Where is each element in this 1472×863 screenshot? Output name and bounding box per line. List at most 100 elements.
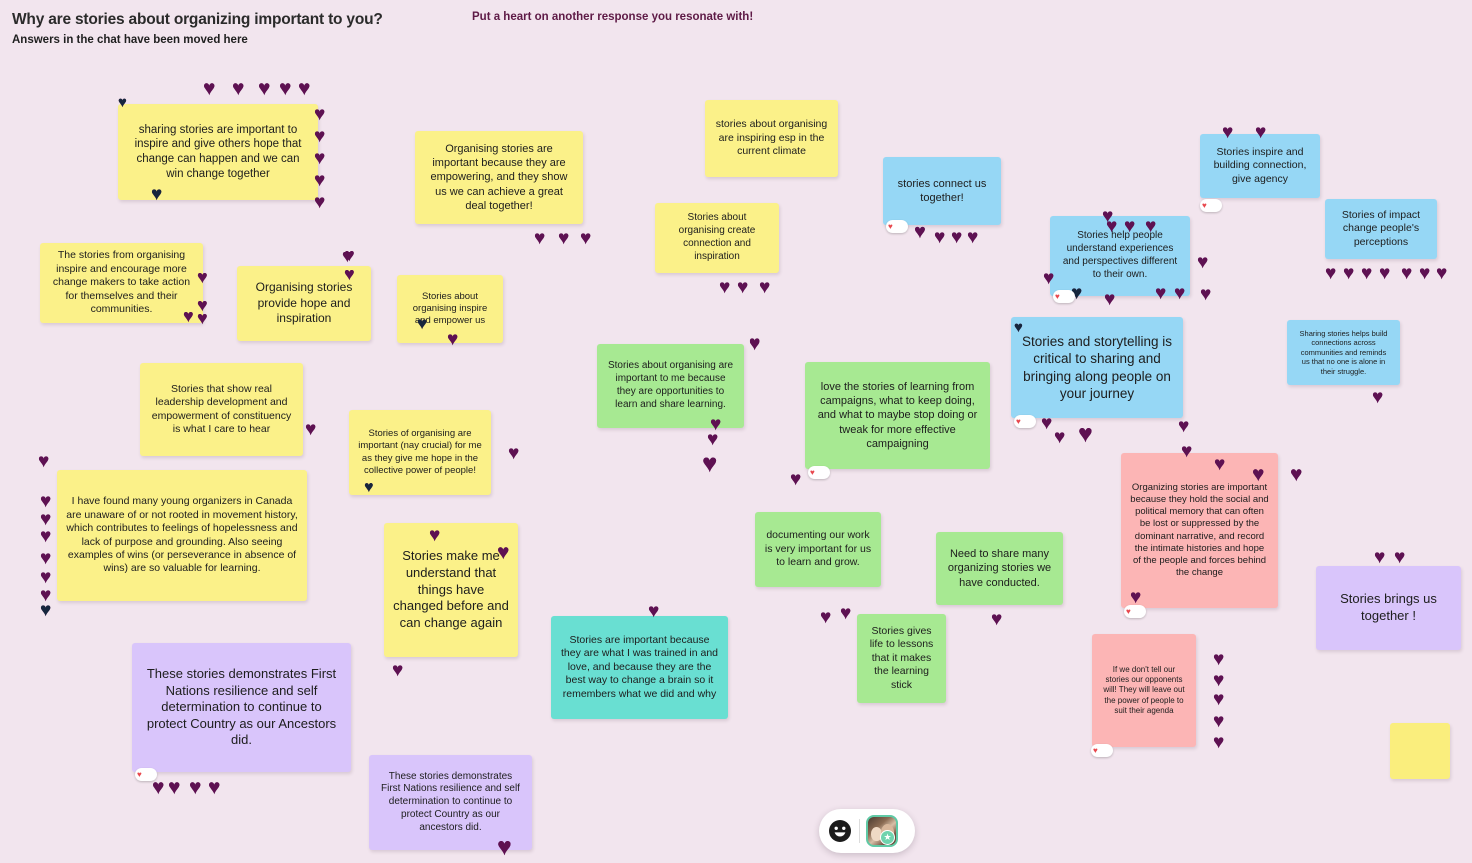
heart-icon[interactable]: ♥ (1394, 547, 1406, 568)
heart-icon[interactable]: ♥ (1213, 711, 1225, 732)
heart-icon[interactable]: ♥ (344, 264, 355, 284)
smiley-icon[interactable] (827, 818, 853, 844)
heart-icon[interactable]: ♥ (189, 776, 202, 799)
reaction-badge[interactable]: ♥ (1124, 605, 1146, 618)
sticky-note[interactable]: Stories that show real leadership develo… (140, 363, 303, 456)
heart-icon[interactable]: ♥ (298, 77, 311, 100)
sticky-note[interactable]: Organising stories are important because… (415, 131, 583, 224)
sticky-note[interactable]: Sharing stories helps build connections … (1287, 320, 1400, 385)
heart-icon[interactable]: ♥ (40, 526, 52, 547)
heart-icon[interactable]: ♥ (197, 267, 208, 287)
heart-icon[interactable]: ♥ (314, 104, 326, 125)
sticky-note[interactable]: These stories demonstrates First Nations… (132, 643, 351, 772)
avatar[interactable]: ★ (866, 815, 898, 847)
heart-icon[interactable]: ♥ (1054, 427, 1066, 448)
heart-icon[interactable]: ♥ (1372, 387, 1384, 408)
heart-icon[interactable]: ♥ (1361, 263, 1373, 284)
heart-icon[interactable]: ♥ (1213, 649, 1225, 670)
heart-icon[interactable]: ♥ (1401, 263, 1413, 284)
bottom-toolbar[interactable]: ★ (819, 809, 915, 853)
heart-icon[interactable]: ♥ (1419, 263, 1431, 284)
heart-icon[interactable]: ♥ (1325, 263, 1337, 284)
heart-icon[interactable]: ♥ (314, 192, 326, 213)
heart-icon[interactable]: ♥ (40, 585, 52, 606)
heart-icon[interactable]: ♥ (40, 567, 52, 588)
heart-icon[interactable]: ♥ (1130, 587, 1142, 608)
heart-icon[interactable]: ♥ (40, 548, 52, 569)
heart-icon[interactable]: ♥ (790, 469, 802, 490)
heart-icon[interactable]: ♥ (1104, 289, 1116, 310)
heart-icon[interactable]: ♥ (1200, 284, 1212, 305)
heart-icon[interactable]: ♥ (749, 333, 761, 354)
heart-icon[interactable]: ♥ (40, 600, 52, 621)
heart-icon[interactable]: ♥ (314, 148, 326, 169)
sticky-note[interactable]: Stories are important because they are w… (551, 616, 728, 719)
heart-icon[interactable]: ♥ (305, 419, 317, 440)
sticky-note[interactable]: Stories about organising are important t… (597, 344, 744, 428)
heart-icon[interactable]: ♥ (497, 541, 510, 564)
heart-icon[interactable]: ♥ (417, 314, 428, 333)
heart-icon[interactable]: ♥ (840, 603, 852, 624)
heart-icon[interactable]: ♥ (40, 491, 52, 512)
heart-icon[interactable]: ♥ (1214, 454, 1226, 475)
sticky-note[interactable]: sharing stories are important to inspire… (118, 104, 318, 200)
heart-icon[interactable]: ♥ (1174, 283, 1186, 304)
sticky-note[interactable]: documenting our work is very important f… (755, 512, 881, 587)
heart-icon[interactable]: ♥ (314, 126, 326, 147)
heart-icon[interactable]: ♥ (232, 77, 245, 100)
reaction-badge[interactable]: ♥ (886, 220, 908, 233)
sticky-note[interactable]: Stories inspire and building connection,… (1200, 134, 1320, 198)
sticky-note[interactable]: Stories gives life to lessons that it ma… (857, 614, 946, 703)
heart-icon[interactable]: ♥ (737, 277, 749, 298)
heart-icon[interactable]: ♥ (314, 170, 326, 191)
heart-icon[interactable]: ♥ (702, 448, 718, 478)
heart-icon[interactable]: ♥ (934, 227, 946, 248)
heart-icon[interactable]: ♥ (759, 277, 771, 298)
heart-icon[interactable]: ♥ (118, 94, 127, 111)
sticky-note[interactable]: I have found many young organizers in Ca… (57, 470, 307, 601)
heart-icon[interactable]: ♥ (558, 228, 570, 249)
heart-icon[interactable]: ♥ (392, 660, 404, 681)
sticky-note[interactable]: love the stories of learning from campai… (805, 362, 990, 469)
heart-icon[interactable]: ♥ (197, 308, 208, 328)
heart-icon[interactable]: ♥ (967, 227, 979, 248)
sticky-note[interactable]: Need to share many organizing stories we… (936, 532, 1063, 605)
heart-icon[interactable]: ♥ (168, 776, 181, 799)
heart-icon[interactable]: ♥ (1145, 216, 1157, 237)
heart-icon[interactable]: ♥ (707, 429, 719, 450)
reaction-badge[interactable]: ♥ (808, 466, 830, 479)
heart-icon[interactable]: ♥ (1255, 122, 1267, 143)
heart-icon[interactable]: ♥ (1197, 252, 1209, 273)
heart-icon[interactable]: ♥ (648, 601, 660, 622)
heart-icon[interactable]: ♥ (508, 443, 520, 464)
reaction-badge[interactable]: ♥ (1053, 290, 1075, 303)
reaction-badge[interactable]: ♥ (1200, 199, 1222, 212)
heart-icon[interactable]: ♥ (710, 414, 722, 435)
heart-icon[interactable]: ♥ (1252, 463, 1265, 486)
heart-icon[interactable]: ♥ (580, 228, 592, 249)
heart-icon[interactable]: ♥ (1290, 463, 1303, 486)
sticky-note[interactable]: Stories brings us together ! (1316, 566, 1461, 650)
sticky-note[interactable]: Organising stories provide hope and insp… (237, 266, 371, 341)
heart-icon[interactable]: ♥ (1379, 263, 1391, 284)
heart-icon[interactable]: ♥ (151, 184, 163, 205)
heart-icon[interactable]: ♥ (1213, 732, 1225, 753)
heart-icon[interactable]: ♥ (719, 277, 731, 298)
heart-icon[interactable]: ♥ (152, 776, 165, 799)
heart-icon[interactable]: ♥ (1014, 319, 1023, 336)
heart-icon[interactable]: ♥ (38, 451, 50, 472)
heart-icon[interactable]: ♥ (344, 245, 355, 265)
heart-icon[interactable]: ♥ (951, 227, 963, 248)
heart-icon[interactable]: ♥ (1213, 670, 1225, 691)
reaction-badge[interactable]: ♥ (135, 768, 157, 781)
sticky-note[interactable]: If we don't tell our stories our opponen… (1092, 634, 1196, 747)
heart-icon[interactable]: ♥ (534, 228, 546, 249)
sticky-note[interactable]: The stories from organising inspire and … (40, 243, 203, 323)
heart-icon[interactable]: ♥ (279, 77, 292, 100)
heart-icon[interactable]: ♥ (1071, 283, 1083, 304)
sticky-note[interactable]: Stories and storytelling is critical to … (1011, 317, 1183, 418)
heart-icon[interactable]: ♥ (991, 609, 1003, 630)
sticky-note[interactable]: Stories make me understand that things h… (384, 523, 518, 657)
heart-icon[interactable]: ♥ (183, 306, 194, 326)
